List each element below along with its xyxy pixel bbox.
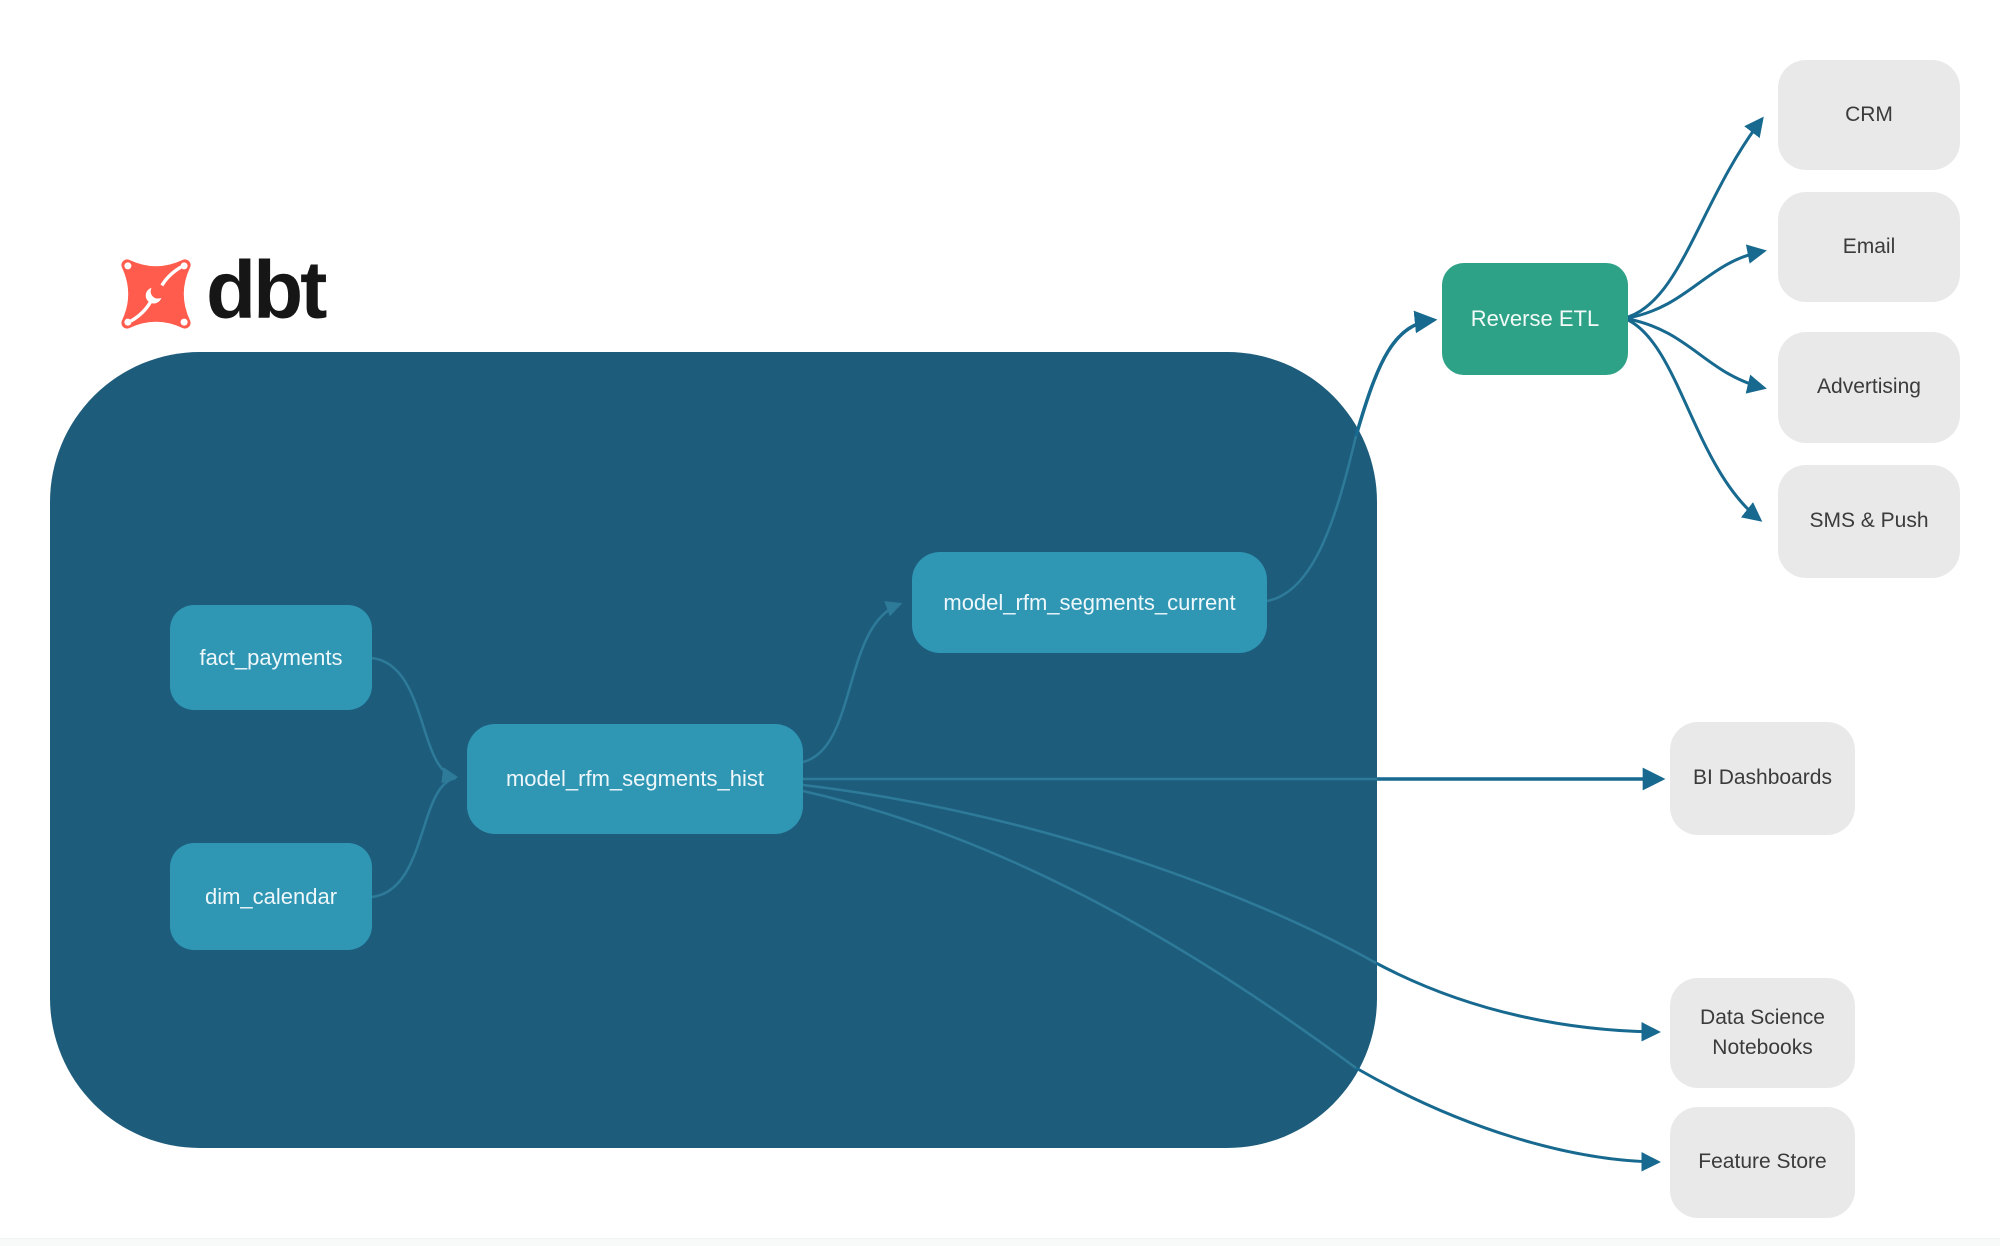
node-data-science-notebooks: Data Science Notebooks (1670, 978, 1855, 1088)
dbt-logo: dbt (118, 245, 327, 338)
node-label: CRM (1845, 102, 1893, 126)
dbt-wordmark: dbt (206, 245, 327, 336)
edge-hist-to-ds-notebooks (1375, 961, 1661, 1042)
node-model-rfm-segments-current: model_rfm_segments_current (912, 552, 1267, 653)
edge-hist-to-feature-store (1355, 1066, 1661, 1172)
node-label: Feature Store (1698, 1150, 1827, 1174)
edge-reverse-etl-to-email (1627, 244, 1767, 320)
dbt-star-icon (121, 259, 191, 329)
node-email: Email (1778, 192, 1960, 302)
node-advertising: Advertising (1778, 332, 1960, 443)
edge-current-to-reverse-etl (1354, 310, 1438, 437)
node-label: model_rfm_segments_hist (505, 766, 764, 791)
node-sms-push: SMS & Push (1778, 465, 1960, 578)
bottom-divider (0, 1238, 2000, 1246)
node-label: model_rfm_segments_current (943, 589, 1236, 615)
node-label: dim_calendar (204, 883, 338, 909)
node-label: Data Science Notebooks (1700, 1005, 1825, 1059)
node-label: fact_payments (199, 644, 343, 670)
edge-reverse-etl-to-crm (1627, 116, 1764, 319)
node-label: Advertising (1817, 375, 1921, 399)
node-reverse-etl: Reverse ETL (1442, 263, 1628, 375)
node-label: Reverse ETL (1470, 306, 1600, 331)
node-fact-payments: fact_payments (170, 605, 372, 710)
edge-reverse-etl-to-sms-push (1627, 318, 1763, 522)
node-crm: CRM (1778, 60, 1960, 170)
node-model-rfm-segments-hist: model_rfm_segments_hist (467, 724, 803, 834)
node-label: BI Dashboards (1693, 766, 1832, 790)
node-dim-calendar: dim_calendar (170, 843, 372, 950)
node-bi-dashboards: BI Dashboards (1670, 722, 1855, 835)
node-feature-store: Feature Store (1670, 1107, 1855, 1218)
edge-reverse-etl-to-advertising (1627, 317, 1767, 394)
node-label: Email (1842, 234, 1896, 258)
node-label: SMS & Push (1809, 509, 1929, 533)
